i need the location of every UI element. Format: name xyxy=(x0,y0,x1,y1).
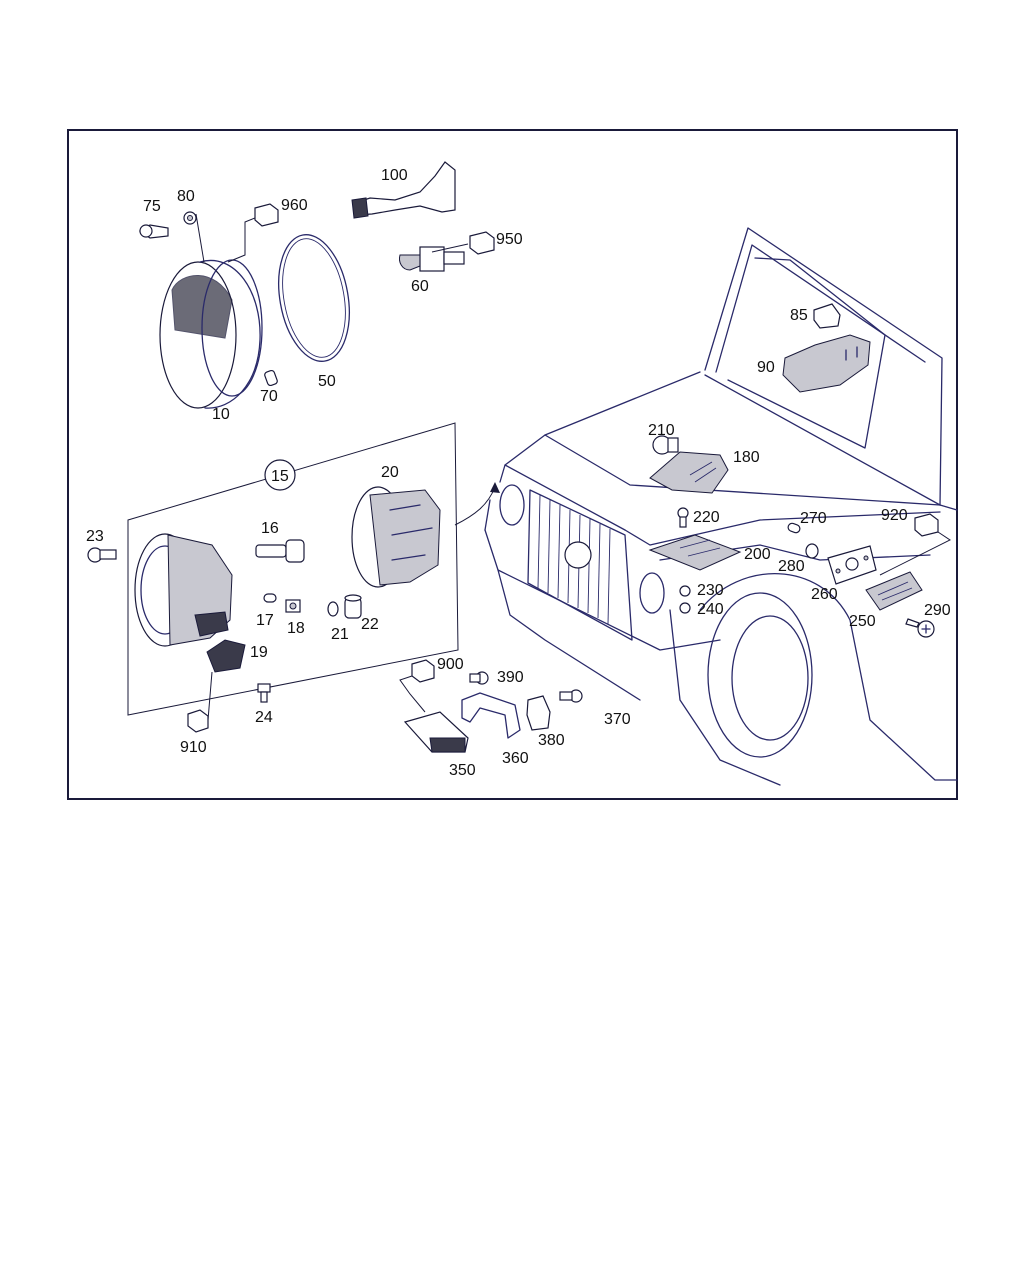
bulb-70[interactable] xyxy=(264,369,278,387)
label-220: 220 xyxy=(693,509,720,526)
label-100: 100 xyxy=(381,167,408,184)
nut-230[interactable] xyxy=(679,585,691,597)
lamp-19[interactable] xyxy=(206,639,246,673)
bulb-holder-100[interactable] xyxy=(351,161,456,219)
assembly-15-box xyxy=(127,422,459,716)
label-370: 370 xyxy=(604,711,631,728)
label-23: 23 xyxy=(86,528,104,545)
label-80: 80 xyxy=(177,188,195,205)
label-380: 380 xyxy=(538,732,565,749)
connector-920-icon xyxy=(914,513,939,537)
lens-200[interactable] xyxy=(648,534,742,571)
label-17: 17 xyxy=(256,612,274,629)
label-360: 360 xyxy=(502,750,529,767)
callout-15-circle xyxy=(264,459,296,491)
label-85: 85 xyxy=(790,307,808,324)
label-70: 70 xyxy=(260,388,278,405)
screw-290[interactable] xyxy=(905,618,935,638)
label-350: 350 xyxy=(449,762,476,779)
label-210: 210 xyxy=(648,422,675,439)
label-20: 20 xyxy=(381,464,399,481)
housing-20[interactable] xyxy=(351,486,441,588)
connector-910-icon xyxy=(187,709,209,733)
part-labels: 75 80 960 100 950 60 50 70 10 85 90 15 2… xyxy=(86,167,951,779)
spacer-22[interactable] xyxy=(344,594,362,619)
bracket-360[interactable] xyxy=(461,692,521,739)
label-21: 21 xyxy=(331,626,349,643)
label-75: 75 xyxy=(143,198,161,215)
socket-280[interactable] xyxy=(805,543,819,559)
label-240: 240 xyxy=(697,601,724,618)
vehicle-outline xyxy=(484,227,958,786)
label-90: 90 xyxy=(757,359,775,376)
screw-75[interactable] xyxy=(138,224,169,239)
connector-950-icon xyxy=(469,231,495,255)
label-280: 280 xyxy=(778,558,805,575)
bulb-60[interactable] xyxy=(399,246,465,272)
gasket-260[interactable] xyxy=(827,545,877,585)
label-270: 270 xyxy=(800,510,827,527)
clip-380[interactable] xyxy=(526,695,551,731)
label-60: 60 xyxy=(411,278,429,295)
label-19: 19 xyxy=(250,644,268,661)
label-50: 50 xyxy=(318,373,336,390)
label-180: 180 xyxy=(733,449,760,466)
connector-900-icon xyxy=(411,659,435,683)
bolt-370[interactable] xyxy=(559,689,583,703)
diagram-frame xyxy=(67,129,958,800)
label-10: 10 xyxy=(212,406,230,423)
bulb-17[interactable] xyxy=(263,593,277,603)
label-260: 260 xyxy=(811,586,838,603)
nut-240[interactable] xyxy=(679,602,691,614)
label-24: 24 xyxy=(255,709,273,726)
headlamp-unit-10[interactable] xyxy=(159,259,263,409)
label-960: 960 xyxy=(281,197,308,214)
side-lamp-250[interactable] xyxy=(865,571,923,611)
screw-24[interactable] xyxy=(257,683,271,703)
housing-90[interactable] xyxy=(782,334,871,393)
headlamp-insert-15[interactable] xyxy=(134,533,233,647)
label-230: 230 xyxy=(697,582,724,599)
label-290: 290 xyxy=(924,602,951,619)
label-910: 910 xyxy=(180,739,207,756)
label-200: 200 xyxy=(744,546,771,563)
socket-18[interactable] xyxy=(285,599,301,613)
label-22: 22 xyxy=(361,616,379,633)
label-920: 920 xyxy=(881,507,908,524)
label-18: 18 xyxy=(287,620,305,637)
label-16: 16 xyxy=(261,520,279,537)
bulb-holder-16[interactable] xyxy=(255,539,305,563)
sealing-ring-50[interactable] xyxy=(269,229,358,367)
label-950: 950 xyxy=(496,231,523,248)
label-900: 900 xyxy=(437,656,464,673)
part-85[interactable] xyxy=(813,303,841,329)
fog-lamp-350[interactable] xyxy=(403,711,469,753)
label-250: 250 xyxy=(849,613,876,630)
screw-220[interactable] xyxy=(677,507,689,528)
bolt-390[interactable] xyxy=(469,671,489,685)
lamp-housing-180[interactable] xyxy=(649,451,729,494)
arrow-icon xyxy=(490,482,500,493)
bulb-210[interactable] xyxy=(652,435,679,455)
bulb-270[interactable] xyxy=(787,522,801,534)
label-15: 15 xyxy=(271,468,289,485)
connector-960-icon xyxy=(254,203,279,227)
star-emblem-icon xyxy=(564,541,592,569)
label-390: 390 xyxy=(497,669,524,686)
bolt-23[interactable] xyxy=(87,547,117,563)
washer-21[interactable] xyxy=(327,601,339,617)
